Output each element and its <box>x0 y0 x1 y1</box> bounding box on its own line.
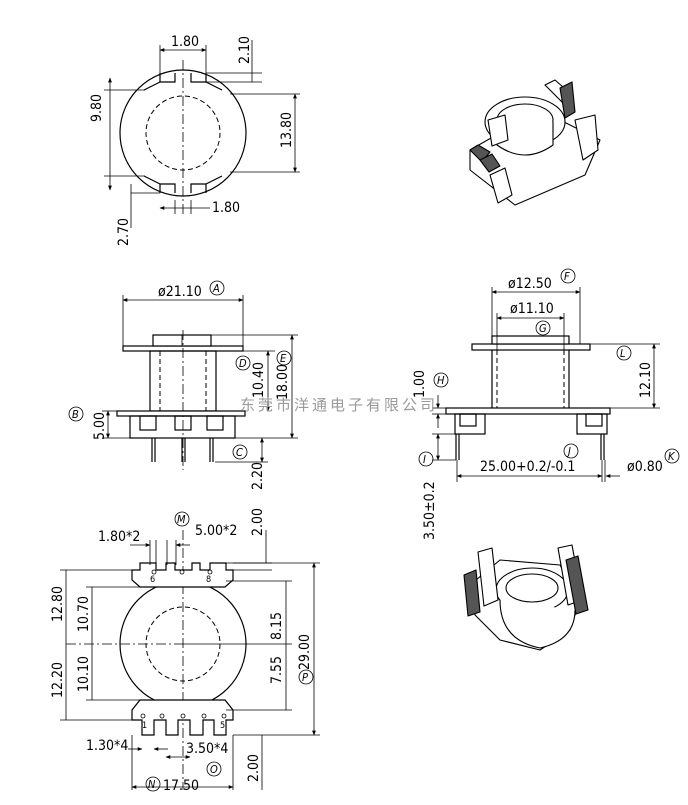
top-view: 1.80 2.10 9.80 13.80 2.70 1.80 <box>89 34 300 246</box>
dim-bottom-header-depth: 2.00 <box>246 754 262 782</box>
dim-slot-pitch-top: 1.80*2 <box>98 529 140 545</box>
isometric-view-upper <box>469 79 601 206</box>
dim-side-height: 12.10 <box>638 362 654 398</box>
label-N: N <box>148 778 156 791</box>
dim-lower-center: 7.55 <box>269 656 285 684</box>
company-watermark: 东莞市洋通电子有限公司 <box>240 396 438 414</box>
pin-label-6: 6 <box>150 575 155 585</box>
dim-pin-width: 1.30*4 <box>86 738 128 754</box>
dim-flange-diameter: ø21.10 <box>158 284 202 300</box>
dim-pin-pitch-top: 5.00*2 <box>195 523 237 539</box>
dim-total-height: 18.00 <box>275 364 291 400</box>
dim-base-width: 17.50 <box>163 778 199 794</box>
dim-pin-pitch-bottom: 3.50*4 <box>186 741 228 757</box>
label-I: I <box>423 453 426 466</box>
dim-slot-width-top: 1.80 <box>171 34 199 50</box>
label-J: J <box>566 445 571 458</box>
label-E: E <box>280 352 287 365</box>
pin-label-1: 1 <box>142 721 147 731</box>
pin-label-8: 8 <box>206 575 211 585</box>
dim-upper-outer-half: 12.80 <box>50 586 66 622</box>
pin-label-5: 5 <box>220 721 225 731</box>
label-L: L <box>620 347 626 360</box>
dim-base-height: 5.00 <box>92 412 108 440</box>
dim-base-plate: 1.00 <box>412 370 428 398</box>
dim-slot-depth: 2.10 <box>237 36 253 64</box>
label-P: P <box>302 671 308 684</box>
label-C: C <box>236 446 243 459</box>
dim-pin-diameter: ø0.80 <box>627 459 663 475</box>
dim-winding-height: 10.40 <box>251 362 267 398</box>
dim-upper-inner-half: 10.70 <box>76 596 92 632</box>
dim-lower-outer-half: 12.20 <box>50 662 66 698</box>
label-H: H <box>437 374 445 387</box>
isometric-view-lower <box>463 544 589 651</box>
dim-overall-length: 29.00 <box>297 634 313 670</box>
label-B: B <box>72 408 79 421</box>
label-K: K <box>668 450 676 463</box>
dim-top-header-depth: 2.00 <box>250 508 266 536</box>
dim-pin-spacing: 25.00+0.2/-0.1 <box>480 459 575 475</box>
front-view: ø21.10 A 10.40 18.00 5.00 2.20 B C D E <box>68 280 298 490</box>
dim-slot-width-bottom: 1.80 <box>212 200 240 216</box>
label-A: A <box>212 282 220 295</box>
dim-pin-length: 2.20 <box>250 462 266 490</box>
side-view: ø12.50 F ø11.10 G 1.00 H I J L 12.10 25.… <box>412 268 680 540</box>
bottom-view: 6 8 1 5 1.80* <box>50 508 320 794</box>
dim-side-inner-diameter: ø11.10 <box>510 301 554 317</box>
dim-pin-protrusion: 3.50±0.2 <box>422 481 438 540</box>
label-G: G <box>539 322 547 335</box>
dim-lower-inner-half: 10.10 <box>76 656 92 692</box>
dim-outer-height: 13.80 <box>279 112 295 148</box>
label-O: O <box>210 763 218 776</box>
dim-inner-height: 9.80 <box>89 94 105 122</box>
label-D: D <box>239 357 247 370</box>
label-M: M <box>177 513 186 526</box>
dim-side-outer-diameter: ø12.50 <box>508 276 552 292</box>
dim-bottom-slot-depth: 2.70 <box>116 218 132 246</box>
dim-upper-center: 8.15 <box>269 612 285 640</box>
label-F: F <box>564 270 570 283</box>
